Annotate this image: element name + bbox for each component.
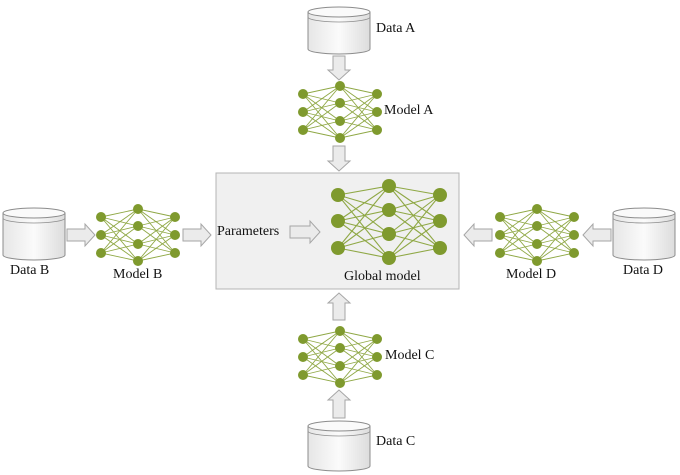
model-a-label: Model A bbox=[384, 103, 434, 118]
parameters-label: Parameters bbox=[217, 224, 280, 239]
neuron-node bbox=[298, 352, 308, 362]
model-d-network bbox=[495, 204, 579, 266]
neuron-node bbox=[298, 334, 308, 344]
neuron-node bbox=[298, 107, 308, 117]
arrow-data-d-to-model-d bbox=[582, 222, 612, 248]
neuron-node bbox=[96, 248, 106, 258]
neuron-node bbox=[133, 221, 143, 231]
model-c-label: Model C bbox=[385, 348, 435, 363]
arrow-parameters-to-global-net bbox=[289, 219, 321, 245]
data-b-label: Data B bbox=[10, 263, 50, 278]
data-a-label: Data A bbox=[376, 21, 416, 36]
neuron-node bbox=[331, 214, 345, 228]
arrow-model-a-to-global bbox=[326, 145, 352, 172]
neuron-node bbox=[170, 248, 180, 258]
database-c-icon bbox=[307, 420, 371, 472]
neuron-node bbox=[298, 89, 308, 99]
neuron-node bbox=[569, 230, 579, 240]
database-b-icon bbox=[2, 207, 66, 261]
arrow-data-b-to-model-b bbox=[66, 222, 96, 248]
arrow-model-d-to-global bbox=[463, 222, 493, 248]
global-model-label: Global model bbox=[344, 269, 421, 284]
neuron-node bbox=[569, 248, 579, 258]
neuron-node bbox=[335, 343, 345, 353]
neuron-node bbox=[372, 370, 382, 380]
neuron-node bbox=[331, 188, 345, 202]
neuron-node bbox=[372, 107, 382, 117]
neuron-node bbox=[170, 230, 180, 240]
neuron-node bbox=[532, 239, 542, 249]
arrow-model-c-to-global bbox=[326, 292, 352, 321]
neuron-node bbox=[335, 81, 345, 91]
neuron-node bbox=[335, 133, 345, 143]
model-d-label: Model D bbox=[506, 267, 557, 282]
neuron-node bbox=[298, 125, 308, 135]
arrow-model-b-to-global bbox=[182, 222, 212, 248]
neuron-node bbox=[382, 227, 396, 241]
neuron-node bbox=[433, 241, 447, 255]
data-c-label: Data C bbox=[376, 434, 416, 449]
neuron-node bbox=[569, 212, 579, 222]
neuron-node bbox=[495, 230, 505, 240]
neuron-node bbox=[133, 256, 143, 266]
neuron-node bbox=[335, 378, 345, 388]
neuron-node bbox=[372, 125, 382, 135]
neuron-node bbox=[335, 116, 345, 126]
database-d-icon bbox=[612, 207, 676, 261]
neuron-node bbox=[433, 214, 447, 228]
neuron-node bbox=[335, 98, 345, 108]
neuron-node bbox=[298, 370, 308, 380]
neuron-node bbox=[335, 326, 345, 336]
neuron-node bbox=[372, 352, 382, 362]
data-d-label: Data D bbox=[623, 263, 664, 278]
neuron-node bbox=[372, 89, 382, 99]
database-a-icon bbox=[307, 6, 371, 55]
neuron-node bbox=[133, 204, 143, 214]
arrow-data-c-to-model-c bbox=[326, 389, 352, 419]
neuron-node bbox=[532, 256, 542, 266]
neuron-node bbox=[96, 230, 106, 240]
model-b-network bbox=[96, 204, 180, 266]
neuron-node bbox=[331, 241, 345, 255]
neuron-node bbox=[382, 179, 396, 193]
neuron-node bbox=[372, 334, 382, 344]
model-a-network bbox=[298, 81, 382, 143]
neuron-node bbox=[133, 239, 143, 249]
neuron-node bbox=[495, 248, 505, 258]
neuron-node bbox=[170, 212, 180, 222]
global-model-network bbox=[331, 179, 447, 265]
arrow-data-a-to-model-a bbox=[326, 55, 352, 81]
model-b-label: Model B bbox=[113, 267, 163, 282]
neuron-node bbox=[382, 203, 396, 217]
neuron-node bbox=[335, 361, 345, 371]
neuron-node bbox=[382, 251, 396, 265]
neuron-node bbox=[433, 188, 447, 202]
neuron-node bbox=[495, 212, 505, 222]
neuron-node bbox=[532, 221, 542, 231]
model-c-network bbox=[298, 326, 382, 388]
neuron-node bbox=[96, 212, 106, 222]
neuron-node bbox=[532, 204, 542, 214]
